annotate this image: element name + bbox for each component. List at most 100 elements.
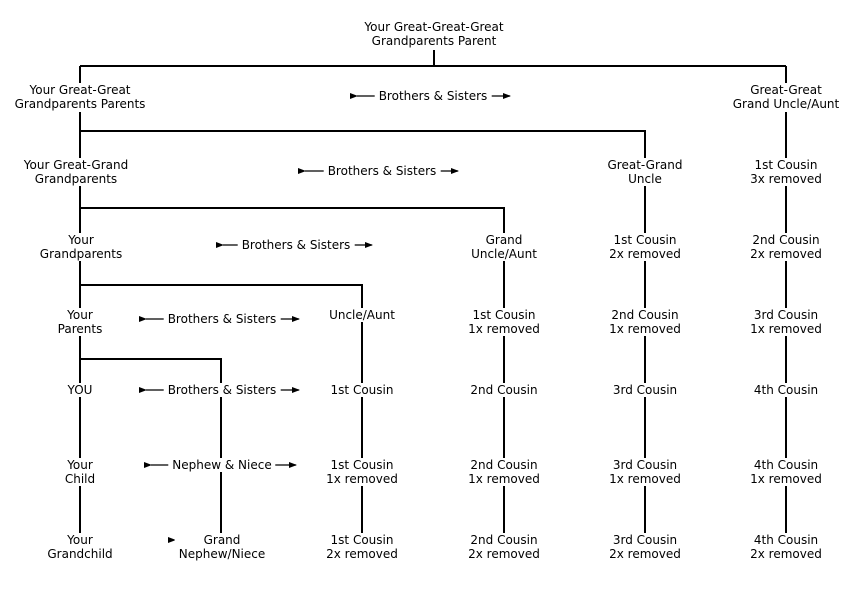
node-4th-cousin-1x-removed: 4th Cousin 1x removed: [748, 458, 824, 486]
label-nephew-niece: Nephew & Niece: [168, 458, 276, 472]
node-line1: 1st Cousin: [330, 383, 394, 397]
node-uncle-aunt: Uncle/Aunt: [327, 308, 397, 322]
node-grandparents: Your Grandparents: [37, 233, 125, 261]
node-1st-cousin-1x-removed: 1st Cousin 1x removed: [466, 308, 542, 336]
node-line2: 2x removed: [750, 247, 822, 261]
node-great-great-grand-uncle-aunt: Great-Great Grand Uncle/Aunt: [730, 83, 842, 111]
node-3rd-cousin-1x-removed: 3rd Cousin 1x removed: [748, 308, 824, 336]
node-4th-cousin: 4th Cousin: [751, 383, 821, 397]
node-line1: 1st Cousin: [472, 308, 536, 322]
node-line1: 2nd Cousin: [470, 383, 538, 397]
node-line1: 4th Cousin: [753, 458, 819, 472]
node-great-grand-grandparents: Your Great-Grand Grandparents: [21, 158, 131, 186]
node-line2: 1x removed: [609, 472, 681, 486]
node-line2: 2x removed: [609, 247, 681, 261]
node-3rd-cousin-2x-removed: 3rd Cousin 2x removed: [607, 533, 683, 561]
node-line1: 2nd Cousin: [470, 533, 538, 547]
label-brothers-sisters: Brothers & Sisters: [323, 164, 441, 178]
node-3rd-cousin: 3rd Cousin: [610, 383, 680, 397]
node-line1: Great-Great: [750, 83, 822, 97]
node-4th-cousin-2x-removed: 4th Cousin 2x removed: [748, 533, 824, 561]
node-line2: Grand Uncle/Aunt: [732, 97, 840, 111]
node-line2: Grandparents Parents: [14, 97, 146, 111]
node-line1: Your Great-Great-Great: [364, 20, 504, 34]
node-line1: Your: [67, 533, 93, 547]
node-line2: 1x removed: [326, 472, 398, 486]
node-great-great-grandparents-parents: Your Great-Great Grandparents Parents: [12, 83, 148, 111]
node-line2: 2x removed: [326, 547, 398, 561]
node-2nd-cousin-1x-removed: 2nd Cousin 1x removed: [466, 458, 542, 486]
label-brothers-sisters: Brothers & Sisters: [163, 383, 281, 397]
node-line2: Grandparents Parent: [371, 34, 497, 48]
label-grand-nephew-niece: Grand Nephew/Niece: [174, 533, 270, 561]
node-great-grand-uncle: Great-Grand Uncle: [605, 158, 685, 186]
branch-great-grand-uncle: [80, 130, 646, 160]
node-you: YOU: [65, 383, 95, 397]
label-line1: Brothers & Sisters: [167, 312, 277, 326]
label-line1: Brothers & Sisters: [327, 164, 437, 178]
node-line1: 2nd Cousin: [611, 308, 679, 322]
node-line1: Your: [68, 233, 94, 247]
node-2nd-cousin-1x-removed: 2nd Cousin 1x removed: [607, 308, 683, 336]
node-1st-cousin: 1st Cousin: [328, 383, 396, 397]
node-line2: Uncle: [628, 172, 662, 186]
label-line2: Nephew/Niece: [178, 547, 266, 561]
label-line1: Brothers & Sisters: [378, 89, 488, 103]
node-line1: 1st Cousin: [330, 458, 394, 472]
node-line1: Grand: [485, 233, 523, 247]
label-line1: Nephew & Niece: [172, 458, 272, 472]
node-line2: 2x removed: [468, 547, 540, 561]
node-1st-cousin-2x-removed: 1st Cousin 2x removed: [607, 233, 683, 261]
node-1st-cousin-3x-removed: 1st Cousin 3x removed: [748, 158, 824, 186]
node-line1: Your Great-Great: [29, 83, 131, 97]
node-line1: 1st Cousin: [613, 233, 677, 247]
node-line2: 1x removed: [750, 322, 822, 336]
node-2nd-cousin-2x-removed: 2nd Cousin 2x removed: [466, 533, 542, 561]
node-line1: 3rd Cousin: [753, 308, 819, 322]
node-line1: YOU: [67, 383, 93, 397]
node-line2: 2x removed: [750, 547, 822, 561]
node-1st-cousin-1x-removed: 1st Cousin 1x removed: [324, 458, 400, 486]
label-brothers-sisters: Brothers & Sisters: [374, 89, 492, 103]
node-line1: 1st Cousin: [754, 158, 818, 172]
label-line1: Grand: [203, 533, 241, 547]
node-line1: 3rd Cousin: [612, 458, 678, 472]
node-line2: Child: [64, 472, 96, 486]
node-line2: 1x removed: [609, 322, 681, 336]
node-line1: 4th Cousin: [753, 533, 819, 547]
branch-uncle: [80, 284, 363, 309]
node-child: Your Child: [62, 458, 98, 486]
node-line2: 2x removed: [609, 547, 681, 561]
node-line2: Parents: [57, 322, 103, 336]
node-line2: Grandparents: [39, 247, 123, 261]
node-great-great-great-grandparents-parent: Your Great-Great-Great Grandparents Pare…: [362, 20, 506, 48]
node-grand-uncle-aunt: Grand Uncle/Aunt: [469, 233, 539, 261]
node-line2: 1x removed: [750, 472, 822, 486]
node-line2: Grandchild: [47, 547, 113, 561]
branch-siblings: [80, 358, 222, 384]
node-line2: 1x removed: [468, 322, 540, 336]
node-1st-cousin-2x-removed: 1st Cousin 2x removed: [324, 533, 400, 561]
node-3rd-cousin-1x-removed: 3rd Cousin 1x removed: [607, 458, 683, 486]
node-line1: Uncle/Aunt: [329, 308, 395, 322]
node-2nd-cousin-2x-removed: 2nd Cousin 2x removed: [748, 233, 824, 261]
node-line1: Your Great-Grand: [23, 158, 129, 172]
node-line2: Grandparents: [34, 172, 118, 186]
node-grandchild: Your Grandchild: [45, 533, 115, 561]
node-line1: Great-Grand: [607, 158, 683, 172]
node-line1: 1st Cousin: [330, 533, 394, 547]
node-line1: 3rd Cousin: [612, 533, 678, 547]
branch-grand-uncle: [80, 207, 505, 234]
label-line1: Brothers & Sisters: [167, 383, 277, 397]
label-brothers-sisters: Brothers & Sisters: [237, 238, 355, 252]
label-brothers-sisters: Brothers & Sisters: [163, 312, 281, 326]
node-line1: 2nd Cousin: [470, 458, 538, 472]
node-line2: Uncle/Aunt: [471, 247, 537, 261]
node-line1: 4th Cousin: [753, 383, 819, 397]
node-line2: 1x removed: [468, 472, 540, 486]
node-line1: 2nd Cousin: [752, 233, 820, 247]
node-line1: 3rd Cousin: [612, 383, 678, 397]
node-line2: 3x removed: [750, 172, 822, 186]
node-2nd-cousin: 2nd Cousin: [468, 383, 540, 397]
